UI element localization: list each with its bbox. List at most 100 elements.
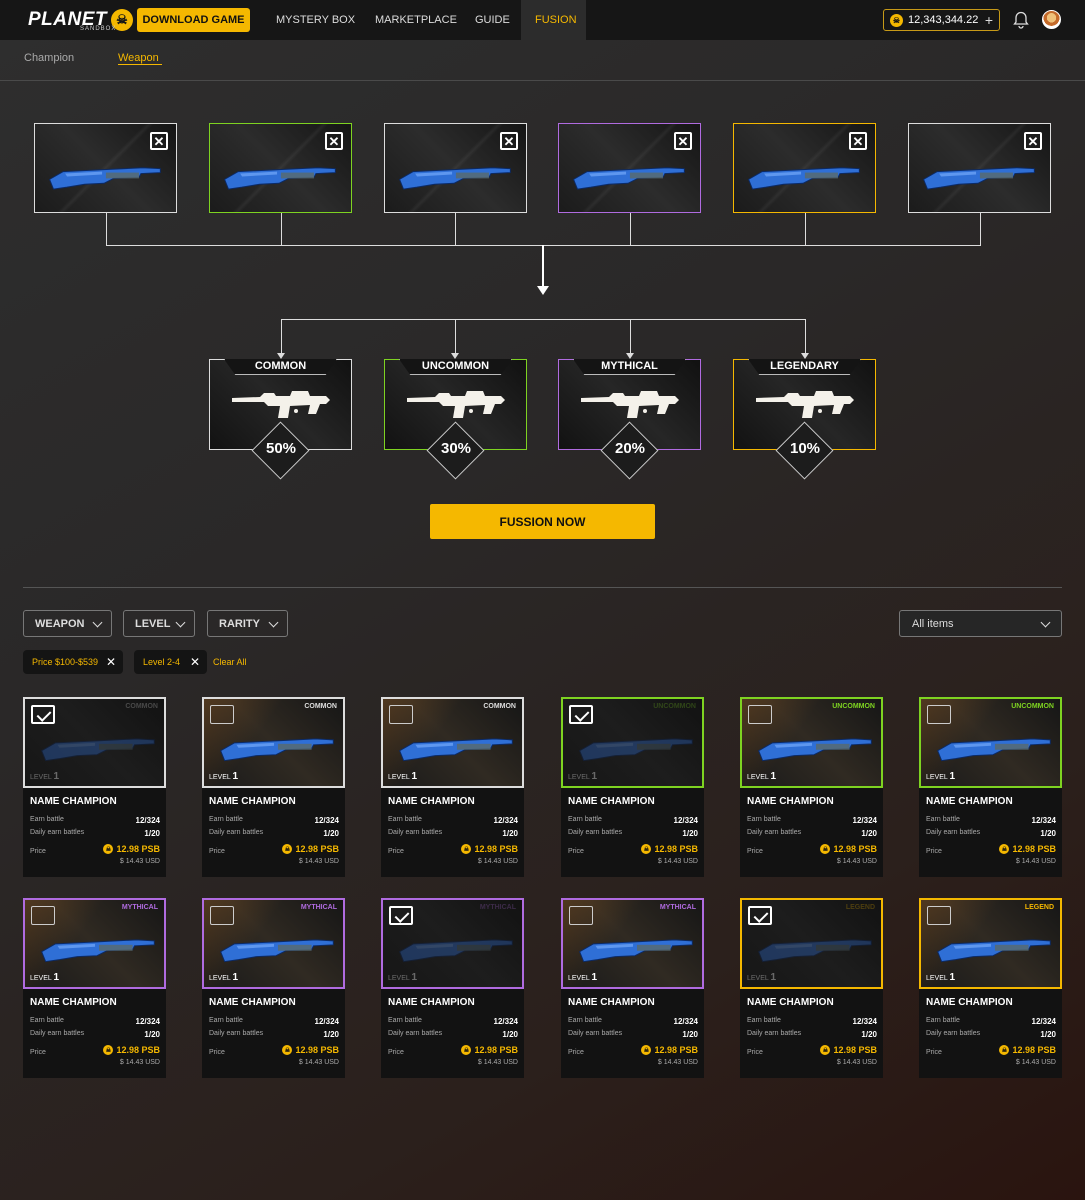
select-checkbox[interactable]: [389, 906, 413, 925]
daily-earn-label: Daily earn battles: [747, 829, 802, 836]
weapon-card[interactable]: UNCOMMON LEVEL 1 NAME CHAMPION Earn batt…: [561, 697, 704, 877]
balance-display[interactable]: ☠ 12,343,344.22 +: [883, 9, 1000, 31]
price-psb-value: 12.98 PSB: [833, 1045, 877, 1055]
add-funds-icon[interactable]: +: [984, 12, 993, 28]
tab-weapon[interactable]: Weapon: [118, 52, 159, 64]
fusion-slot[interactable]: ✕: [384, 123, 527, 213]
rifle-icon: [230, 384, 334, 429]
price-usd: $ 14.43 USD: [836, 858, 877, 865]
remove-slot-icon[interactable]: ✕: [325, 132, 343, 150]
weapon-card[interactable]: MYTHICAL LEVEL 1 NAME CHAMPION Earn batt…: [561, 898, 704, 1078]
rarity-badge: COMMON: [483, 703, 516, 710]
rarity-filter-dropdown[interactable]: RARITY: [207, 610, 288, 637]
user-avatar[interactable]: [1042, 10, 1061, 29]
weapon-card[interactable]: LEGEND LEVEL 1 NAME CHAMPION Earn battle…: [919, 898, 1062, 1078]
weapon-card[interactable]: LEGEND LEVEL 1 NAME CHAMPION Earn battle…: [740, 898, 883, 1078]
fusion-now-button[interactable]: FUSSION NOW: [430, 504, 655, 539]
fusion-slot[interactable]: ✕: [209, 123, 352, 213]
price-label: Price: [568, 848, 584, 855]
filter-chip-price[interactable]: Price $100-$539 ✕: [23, 650, 123, 674]
level-prefix: LEVEL: [568, 774, 590, 781]
fusion-slot[interactable]: ✕: [34, 123, 177, 213]
weapon-filter-dropdown[interactable]: WEAPON: [23, 610, 112, 637]
price-psb-value: 12.98 PSB: [654, 1045, 698, 1055]
items-sort-select[interactable]: All items: [899, 610, 1062, 637]
daily-earn-value: 1/20: [502, 1030, 518, 1039]
chance-percent: 10%: [789, 440, 821, 457]
clear-all-link[interactable]: Clear All: [213, 657, 247, 667]
select-checkbox[interactable]: [748, 906, 772, 925]
price-label: Price: [388, 848, 404, 855]
weapon-card[interactable]: COMMON LEVEL 1 NAME CHAMPION Earn battle…: [202, 697, 345, 877]
planet-sandbox-logo[interactable]: PLANET ☠ SANDBOX: [28, 6, 133, 34]
remove-slot-icon[interactable]: ✕: [500, 132, 518, 150]
chance-diamond: 50%: [251, 421, 311, 481]
nav-guide[interactable]: GUIDE: [475, 14, 510, 26]
select-checkbox[interactable]: [389, 705, 413, 724]
select-checkbox[interactable]: [569, 906, 593, 925]
select-checkbox[interactable]: [927, 906, 951, 925]
price-psb-value: 12.98 PSB: [474, 1045, 518, 1055]
close-icon[interactable]: ✕: [189, 655, 200, 669]
earn-battle-label: Earn battle: [568, 816, 602, 823]
connector-line: [455, 213, 456, 245]
weapon-card[interactable]: UNCOMMON LEVEL 1 NAME CHAMPION Earn batt…: [740, 697, 883, 877]
chevron-down-icon: [1040, 617, 1051, 628]
level-value: 1: [591, 972, 598, 983]
earn-battle-value: 12/324: [1031, 1017, 1056, 1026]
weapon-card[interactable]: UNCOMMON LEVEL 1 NAME CHAMPION Earn batt…: [919, 697, 1062, 877]
filter-chip-label: Level 2-4: [143, 657, 181, 667]
select-checkbox[interactable]: [31, 705, 55, 724]
connector-line: [281, 319, 282, 354]
nav-fusion[interactable]: FUSION: [521, 0, 586, 40]
price-psb-value: 12.98 PSB: [1012, 1045, 1056, 1055]
weapon-card[interactable]: MYTHICAL LEVEL 1 NAME CHAMPION Earn batt…: [381, 898, 524, 1078]
weapon-card[interactable]: COMMON LEVEL 1 NAME CHAMPION Earn battle…: [23, 697, 166, 877]
filter-chip-level[interactable]: Level 2-4 ✕: [134, 650, 207, 674]
weapon-card[interactable]: MYTHICAL LEVEL 1 NAME CHAMPION Earn batt…: [23, 898, 166, 1078]
weapon-name: NAME CHAMPION: [568, 997, 655, 1008]
weapon-card[interactable]: COMMON LEVEL 1 NAME CHAMPION Earn battle…: [381, 697, 524, 877]
fusion-slot[interactable]: ✕: [733, 123, 876, 213]
remove-slot-icon[interactable]: ✕: [1024, 132, 1042, 150]
nav-marketplace[interactable]: MARKETPLACE: [375, 14, 457, 26]
fusion-result-uncommon: UNCOMMON: [384, 359, 527, 450]
close-icon[interactable]: ✕: [105, 655, 116, 669]
weapon-name: NAME CHAMPION: [747, 997, 834, 1008]
rarity-badge: MYTHICAL: [300, 904, 337, 911]
price-label: Price: [926, 1049, 942, 1056]
remove-slot-icon[interactable]: ✕: [849, 132, 867, 150]
remove-slot-icon[interactable]: ✕: [674, 132, 692, 150]
fusion-slot[interactable]: ✕: [908, 123, 1051, 213]
download-game-button[interactable]: DOWNLOAD GAME: [137, 8, 250, 32]
select-checkbox[interactable]: [927, 705, 951, 724]
tab-champion[interactable]: Champion: [24, 52, 75, 64]
fusion-slot[interactable]: ✕: [558, 123, 701, 213]
weapon-name: NAME CHAMPION: [388, 796, 475, 807]
level-value: 1: [411, 972, 418, 983]
level-indicator: LEVEL 1: [926, 972, 955, 983]
select-checkbox[interactable]: [569, 705, 593, 724]
rarity-badge: MYTHICAL: [659, 904, 696, 911]
chance-percent: 50%: [265, 440, 297, 457]
earn-battle-value: 12/324: [852, 816, 877, 825]
earn-battle-label: Earn battle: [30, 816, 64, 823]
select-checkbox[interactable]: [210, 705, 234, 724]
weapon-name: NAME CHAMPION: [926, 997, 1013, 1008]
select-checkbox[interactable]: [748, 705, 772, 724]
notification-bell-icon[interactable]: [1013, 11, 1029, 29]
nav-mystery-box[interactable]: MYSTERY BOX: [276, 14, 356, 26]
select-checkbox[interactable]: [210, 906, 234, 925]
weapon-card[interactable]: MYTHICAL LEVEL 1 NAME CHAMPION Earn batt…: [202, 898, 345, 1078]
level-value: 1: [232, 972, 239, 983]
chance-percent: 30%: [440, 440, 472, 457]
level-filter-dropdown[interactable]: LEVEL: [123, 610, 195, 637]
price-psb: ☠12.98 PSB: [103, 844, 160, 854]
remove-slot-icon[interactable]: ✕: [150, 132, 168, 150]
psb-coin-icon: ☠: [103, 844, 114, 854]
select-checkbox[interactable]: [31, 906, 55, 925]
level-value: 1: [770, 771, 777, 782]
